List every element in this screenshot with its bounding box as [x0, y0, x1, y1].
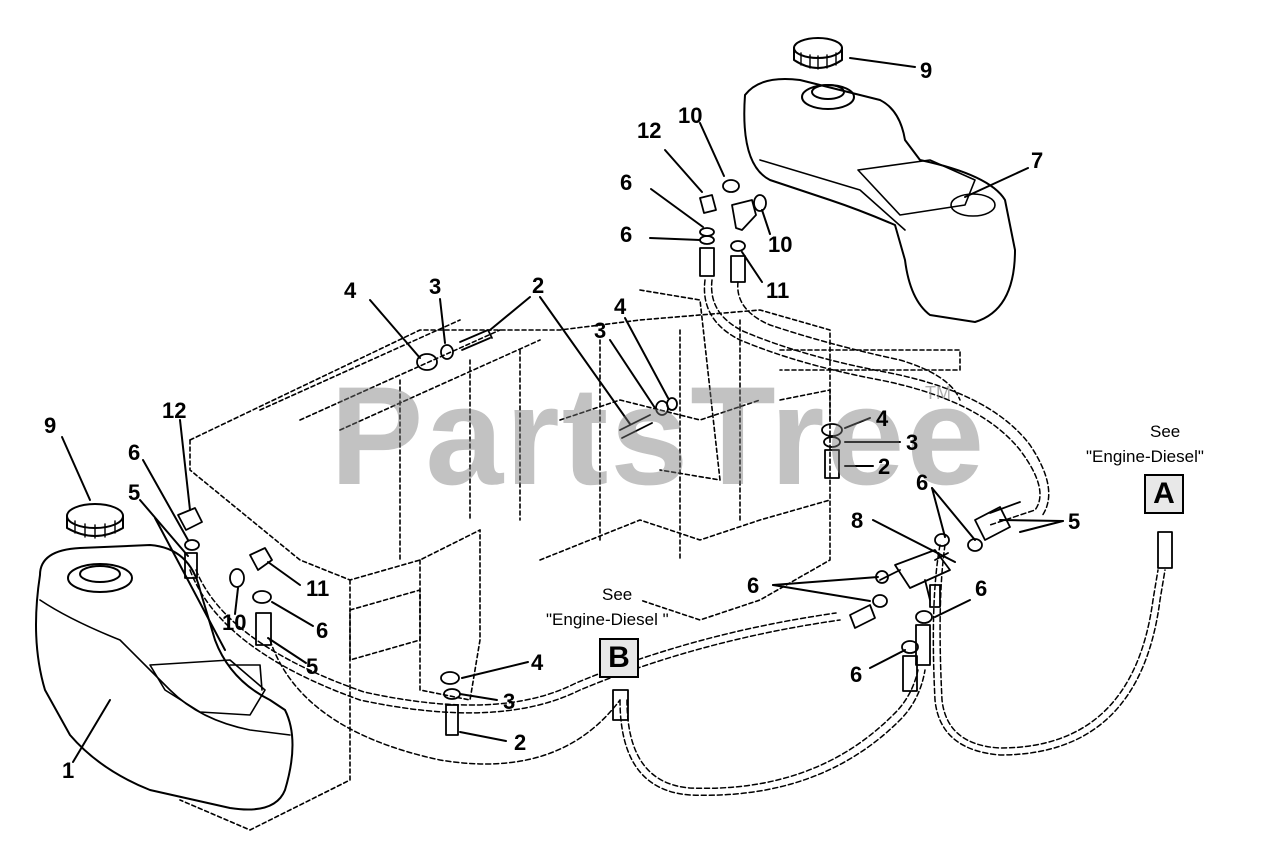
- callout-2-right: 2: [878, 454, 891, 479]
- callout-7: 7: [1031, 148, 1044, 173]
- callout-2-bot: 2: [514, 730, 527, 755]
- callout-3-mid: 3: [429, 274, 442, 299]
- ref-a-see: See: [1150, 422, 1181, 441]
- callout-4-bot: 4: [531, 650, 544, 675]
- callout-6-r3: 6: [975, 576, 988, 601]
- callout-10-left: 10: [222, 610, 247, 635]
- callout-5-left-b: 5: [306, 654, 319, 679]
- callout-4-mid: 4: [344, 278, 357, 303]
- callout-6-r2: 6: [747, 573, 760, 598]
- left-fuel-cap: [66, 503, 124, 539]
- ref-b-box: B: [599, 638, 639, 678]
- watermark-logo: PartsTree: [330, 357, 987, 514]
- callout-6-left: 6: [128, 440, 141, 465]
- chassis-frame: [179, 289, 961, 831]
- callout-5-r: 5: [1068, 509, 1081, 534]
- callout-6-top-b: 6: [620, 222, 633, 247]
- callout-6-r1: 6: [916, 470, 929, 495]
- callout-1: 1: [62, 758, 75, 783]
- callout-12-left: 12: [162, 398, 187, 423]
- callout-9-left: 9: [44, 413, 57, 438]
- callout-3-bot: 3: [503, 689, 516, 714]
- callout-5-left: 5: [128, 480, 141, 505]
- watermark-trademark: TM: [925, 383, 951, 403]
- fuel-hoses: [189, 279, 1166, 797]
- callout-11-left: 11: [306, 576, 330, 601]
- right-fuel-cap: [793, 37, 843, 70]
- ref-b-name: "Engine-Diesel ": [546, 610, 669, 629]
- callout-8: 8: [851, 508, 864, 533]
- callout-3-mid-b: 3: [594, 318, 607, 343]
- callout-9-top: 9: [920, 58, 933, 83]
- callout-10-top-b: 10: [768, 232, 793, 257]
- callout-6-left-b: 6: [316, 618, 329, 643]
- callout-4-mid-b: 4: [614, 294, 627, 319]
- right-fuel-tank: [743, 78, 1016, 323]
- callout-6-top-a: 6: [620, 170, 633, 195]
- callout-12-top: 12: [637, 118, 662, 143]
- callout-10-top: 10: [678, 103, 703, 128]
- leader-lines: [61, 57, 1064, 763]
- callout-2-mid: 2: [532, 273, 545, 298]
- callout-4-right: 4: [876, 406, 889, 431]
- hardware: [177, 179, 1173, 736]
- callout-6-r4: 6: [850, 662, 863, 687]
- callout-3-right: 3: [906, 430, 919, 455]
- ref-b-see: See: [602, 585, 633, 604]
- left-fuel-tank: [35, 544, 294, 811]
- ref-a-name: "Engine-Diesel": [1086, 447, 1204, 466]
- ref-a-box: A: [1144, 474, 1184, 514]
- callout-11-top: 11: [766, 278, 790, 303]
